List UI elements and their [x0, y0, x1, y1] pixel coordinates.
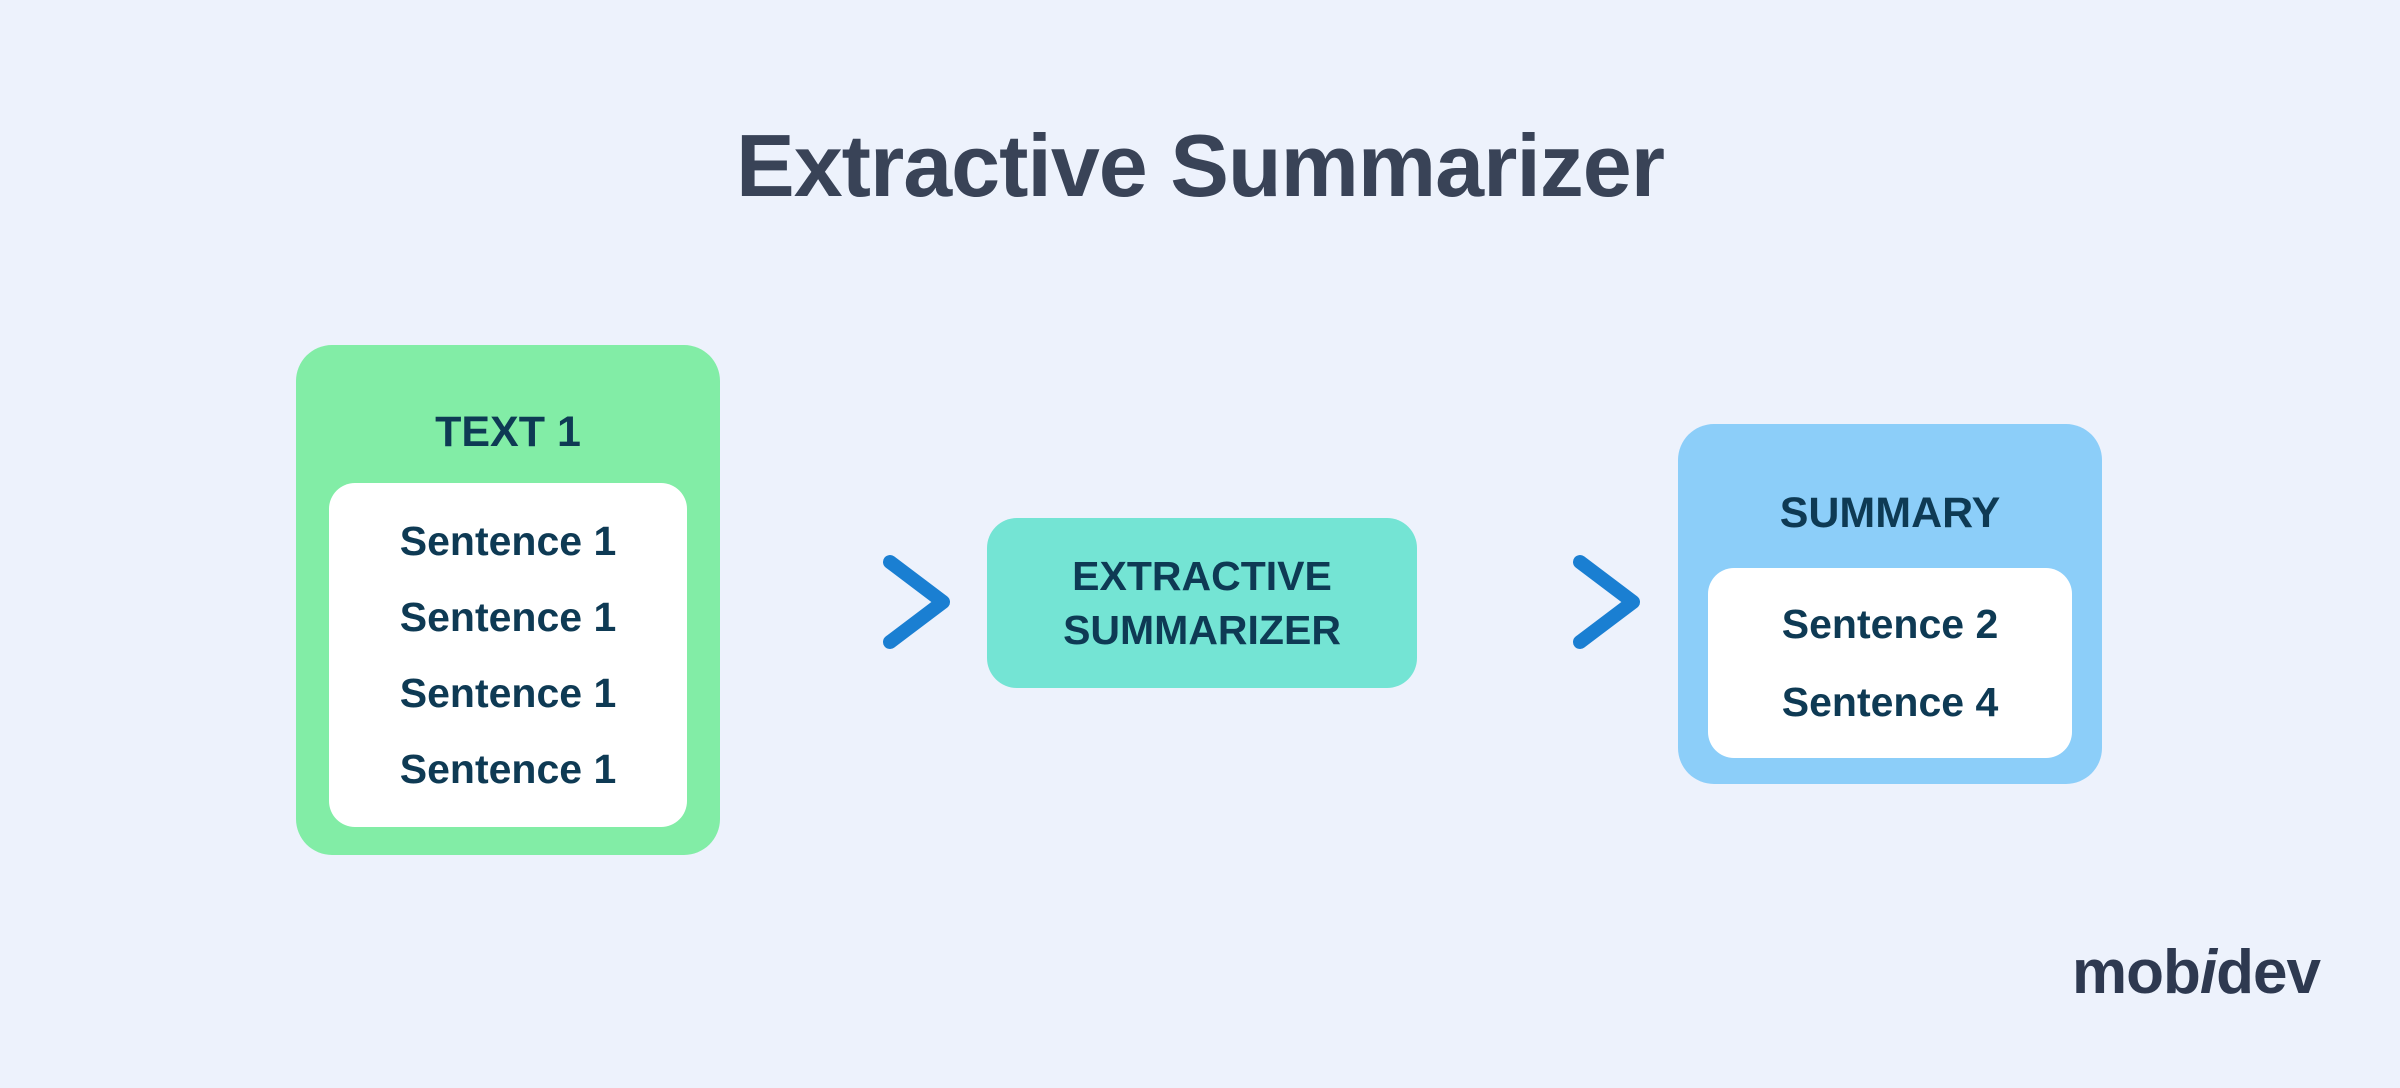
input-text-label: TEXT 1 — [435, 408, 581, 456]
sentence-item: Sentence 1 — [399, 594, 617, 640]
summarizer-label: EXTRACTIVE SUMMARIZER — [1063, 553, 1341, 653]
logo-part-dev: dev — [2216, 938, 2321, 1007]
sentence-item: Sentence 1 — [399, 746, 617, 792]
logo-part-i: i — [2199, 938, 2217, 1007]
sentence-item: Sentence 1 — [399, 518, 617, 564]
sentence-item: Sentence 4 — [1781, 679, 1999, 725]
flow-arrow-right-icon — [1449, 555, 1640, 649]
summary-sentence-card: Sentence 2 Sentence 4 — [1708, 568, 2072, 758]
summarizer-node: EXTRACTIVE SUMMARIZER — [987, 518, 1417, 688]
input-sentence-card: Sentence 1 Sentence 1 Sentence 1 Sentenc… — [329, 483, 687, 827]
logo-part-mob: mob — [2072, 938, 2201, 1007]
summary-label: SUMMARY — [1779, 489, 2001, 537]
mobidev-logo: mobidev — [2072, 942, 2321, 1004]
flow-arrow-right-icon — [759, 555, 950, 649]
input-text-node: TEXT 1 Sentence 1 Sentence 1 Sentence 1 … — [296, 345, 720, 855]
summary-node: SUMMARY Sentence 2 Sentence 4 — [1678, 424, 2102, 784]
diagram-title: Extractive Summarizer — [736, 116, 1665, 215]
sentence-item: Sentence 1 — [399, 670, 617, 716]
sentence-item: Sentence 2 — [1781, 601, 1999, 647]
